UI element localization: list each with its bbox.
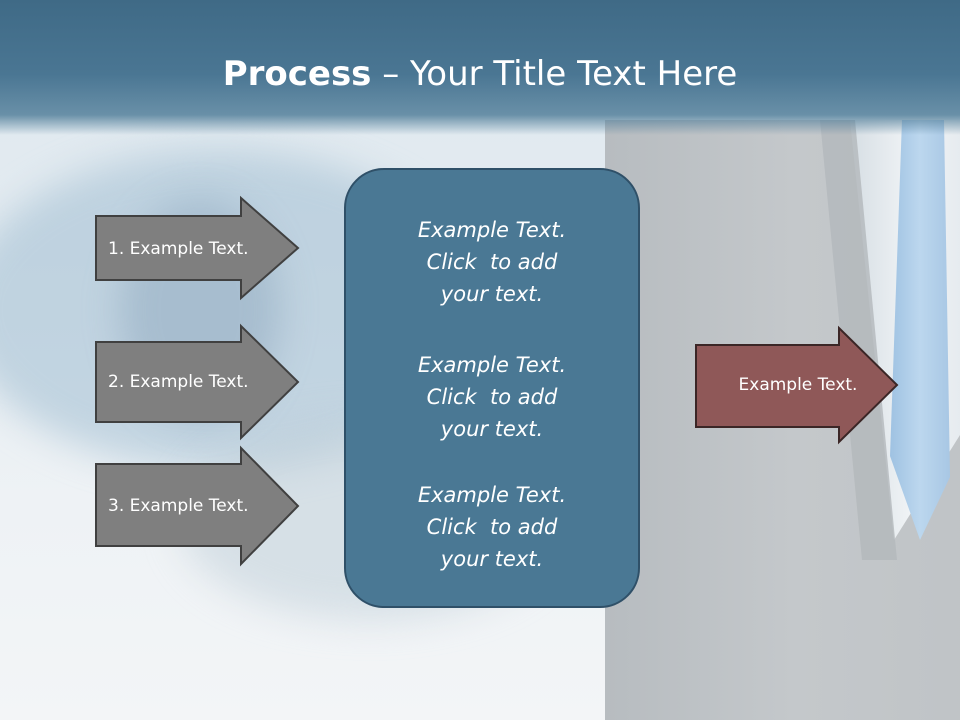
center-text-line: your text. (440, 547, 544, 571)
output-arrow[interactable]: Example Text. (695, 325, 900, 445)
center-text-line: Example Text. (417, 483, 567, 507)
center-process-box[interactable]: Example Text. Click to add your text. Ex… (344, 168, 640, 608)
background-person-tie (890, 120, 950, 540)
output-arrow-label: Example Text. (738, 375, 858, 395)
center-text-block-3[interactable]: Example Text. Click to add your text. (346, 479, 638, 575)
center-text-line: your text. (440, 282, 544, 306)
arrow-shape (95, 323, 300, 441)
input-arrow-label: 3. Example Text. (108, 496, 249, 516)
center-text-line: Click to add (426, 515, 558, 539)
title-band (0, 0, 960, 135)
input-arrow-1[interactable]: 1. Example Text. (95, 195, 300, 301)
center-text-line: your text. (440, 417, 544, 441)
center-text-block-1[interactable]: Example Text. Click to add your text. (346, 214, 638, 310)
input-arrow-2[interactable]: 2. Example Text. (95, 323, 300, 441)
title-rest: – Your Title Text Here (371, 54, 738, 94)
title-bold: Process (222, 54, 372, 94)
center-text-line: Click to add (426, 250, 558, 274)
center-text-line: Example Text. (417, 353, 567, 377)
center-text-line: Example Text. (417, 218, 567, 242)
arrow-shape (695, 325, 899, 445)
center-text-block-2[interactable]: Example Text. Click to add your text. (346, 349, 638, 445)
center-text-line: Click to add (426, 385, 558, 409)
input-arrow-3[interactable]: 3. Example Text. (95, 445, 300, 567)
slide-title[interactable]: Process – Your Title Text Here (0, 52, 960, 96)
input-arrow-label: 2. Example Text. (108, 372, 249, 392)
arrow-shape (95, 445, 300, 567)
input-arrow-label: 1. Example Text. (108, 239, 249, 259)
arrow-shape (95, 195, 300, 301)
